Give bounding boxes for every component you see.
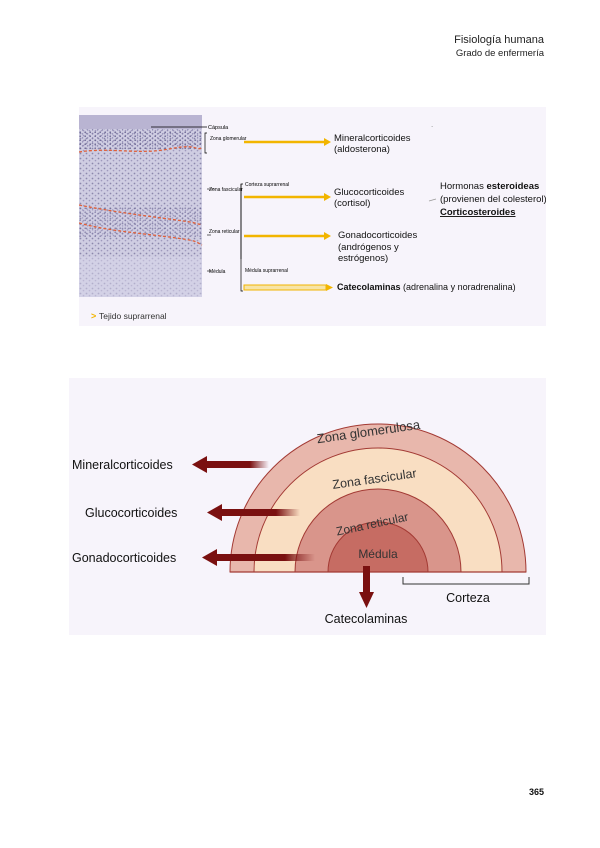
arrow-down-icon bbox=[359, 592, 374, 608]
side-note-colesterol: (provienen del colesterol) bbox=[440, 194, 546, 205]
hormone-glucocorticoides: Glucocorticoides bbox=[85, 506, 177, 520]
output-estrogenos: estrógenos) bbox=[338, 253, 388, 264]
header-subtitle: Grado de enfermería bbox=[455, 48, 544, 59]
arrow-left-icon bbox=[207, 504, 222, 521]
arrow-head-icon bbox=[324, 232, 331, 240]
label-zona-glomerular: Zona glomerular bbox=[210, 136, 247, 142]
adrenal-diagram-svg: Zona glomerulosa Zona fascicular Zona re… bbox=[72, 417, 530, 626]
label-zona-reticular: Zona reticular bbox=[209, 229, 240, 235]
hormone-mineralcorticoides: Mineralcorticoides bbox=[72, 458, 173, 472]
header-title: Fisiología humana bbox=[454, 34, 544, 46]
arrow-head-icon bbox=[326, 284, 333, 291]
arrow-head-icon bbox=[324, 193, 331, 201]
corteza-bracket bbox=[402, 577, 530, 585]
label-corteza-suprarrenal: Corteza suprarrenal bbox=[245, 182, 289, 188]
side-note-hormonas: Hormonas esteroideas bbox=[440, 181, 539, 192]
label-medula-suprarrenal: Médula suprarrenal bbox=[245, 268, 288, 274]
zone-medula bbox=[327, 521, 429, 573]
hormone-gonadocorticoides: Gonadocorticoides bbox=[72, 551, 176, 565]
figure-adrenal-tissue-svg: Cápsula Zona glomerular Zona fascicular … bbox=[78, 115, 547, 321]
side-note-corticosteroides: Corticosteroides bbox=[440, 207, 516, 218]
label-capsule: Cápsula bbox=[208, 125, 229, 131]
label-medula-2: Médula bbox=[358, 547, 398, 561]
hormone-catecolaminas: Catecolaminas bbox=[325, 612, 408, 626]
yellow-arrows bbox=[243, 138, 333, 291]
histology-micrograph bbox=[78, 115, 203, 297]
figure-adrenal-diagram: Zona glomerulosa Zona fascicular Zona re… bbox=[69, 378, 546, 635]
output-androgenos: (andrógenos y bbox=[338, 242, 399, 253]
output-aldosterona: (aldosterona) bbox=[334, 144, 390, 155]
decor-mark: . bbox=[431, 120, 433, 129]
output-cortisol: (cortisol) bbox=[334, 198, 370, 209]
output-mineralocorticoides: Mineralcorticoides bbox=[334, 133, 411, 144]
page-header: Fisiología humana Grado de enfermería bbox=[454, 34, 544, 59]
caption-arrow-icon: > bbox=[91, 311, 96, 321]
output-glucocorticoides: Glucocorticoides bbox=[334, 187, 404, 198]
figure-adrenal-tissue: Cápsula Zona glomerular Zona fascicular … bbox=[78, 107, 547, 326]
arrow-left-icon bbox=[192, 456, 207, 473]
page-number: 365 bbox=[528, 787, 544, 797]
output-catecolaminas: Catecolaminas (adrenalina y noradrenalin… bbox=[337, 282, 516, 292]
arrow-left-icon bbox=[202, 549, 217, 566]
arrow-head-icon bbox=[324, 138, 331, 146]
label-zona-fascicular: Zona fascicular bbox=[209, 187, 243, 193]
caption-tejido: Tejido suprarrenal bbox=[99, 311, 167, 321]
output-gonadocorticoides: Gonadocorticoides bbox=[338, 230, 417, 241]
label-medula: Médula bbox=[209, 269, 226, 275]
label-corteza: Corteza bbox=[446, 591, 490, 605]
hormone-arrows bbox=[192, 456, 374, 608]
